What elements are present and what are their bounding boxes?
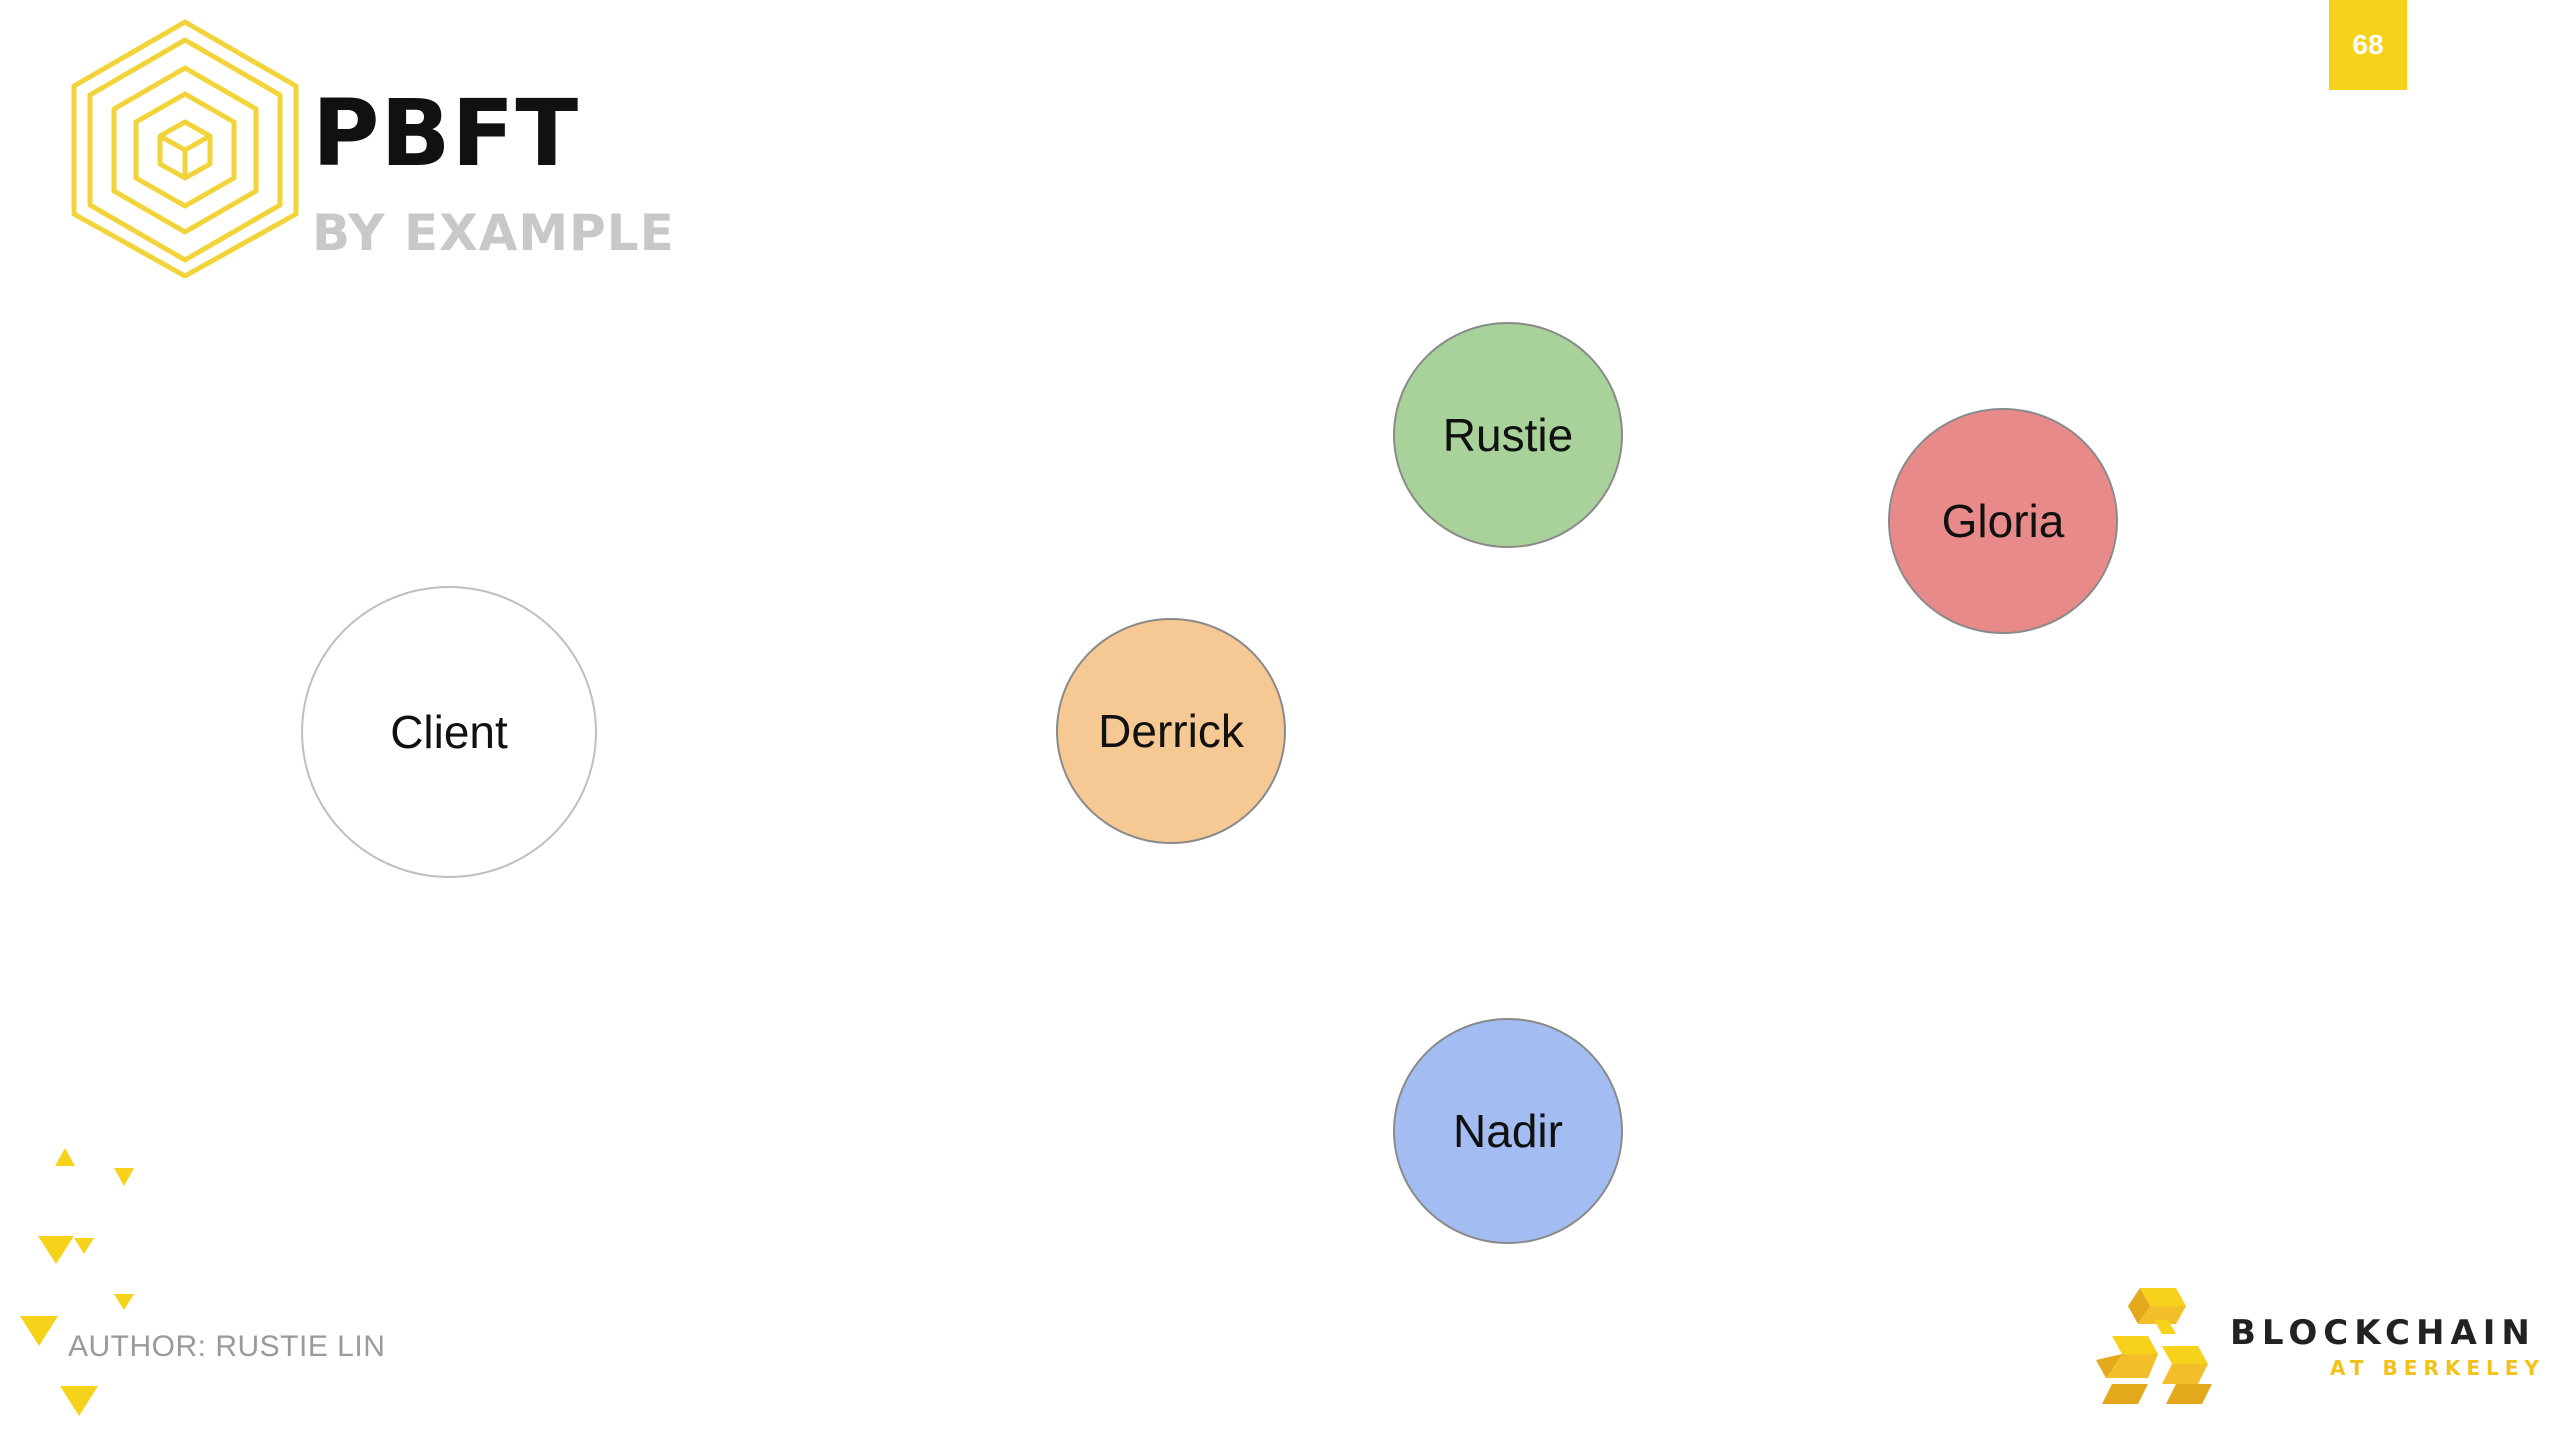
node-label-nadir: Nadir (1453, 1105, 1563, 1157)
page-number: 68 (2352, 29, 2384, 60)
slide-title: PBFT (312, 80, 580, 187)
stacked-cubes-logo-icon (2096, 1288, 2212, 1404)
author-credit: AUTHOR: RUSTIE LIN (68, 1330, 386, 1363)
node-label-client: Client (390, 706, 508, 758)
node-gloria: Gloria (1888, 408, 2118, 634)
page-number-badge: 68 (2329, 0, 2407, 90)
node-label-derrick: Derrick (1098, 705, 1244, 757)
brand-subtitle: AT BERKELEY (2330, 1356, 2545, 1380)
node-client: Client (301, 586, 597, 878)
slide-subtitle: BY EXAMPLE (312, 204, 675, 262)
node-label-rustie: Rustie (1442, 409, 1574, 461)
hexagon-cube-logo-icon (71, 19, 299, 278)
brand-name: BLOCKCHAIN (2230, 1313, 2536, 1353)
node-label-gloria: Gloria (1941, 495, 2065, 547)
node-rustie: Rustie (1393, 322, 1623, 548)
decorative-triangles-icon (20, 1148, 134, 1416)
node-nadir: Nadir (1393, 1018, 1623, 1244)
node-derrick: Derrick (1056, 618, 1286, 844)
